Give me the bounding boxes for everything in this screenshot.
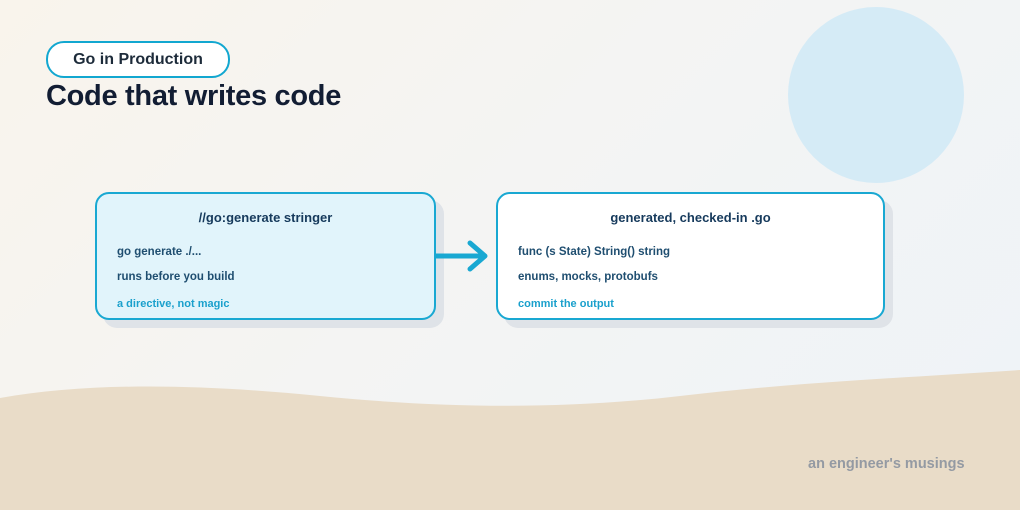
source-card-line-1: go generate ./... [117,246,202,258]
decorative-circle [788,7,964,183]
output-card-note: commit the output [518,298,614,310]
arrow-right-icon [434,240,488,272]
source-card-title: //go:generate stringer [198,210,333,225]
output-card-line-2: enums, mocks, protobufs [518,271,658,283]
footer-brand: an engineer's musings [808,456,965,472]
output-card-title: generated, checked-in .go [610,210,771,225]
category-pill: Go in Production [46,41,230,78]
source-card-note: a directive, not magic [117,298,230,310]
category-pill-label: Go in Production [73,50,203,68]
output-card-line-1: func (s State) String() string [518,246,671,258]
sand-wave [0,370,1020,510]
source-directive-card: //go:generate stringer go generate ./...… [95,192,436,320]
generated-output-card: generated, checked-in .go func (s State)… [496,192,885,320]
page-title: Code that writes code [46,80,342,112]
source-card-line-2: runs before you build [117,271,235,283]
